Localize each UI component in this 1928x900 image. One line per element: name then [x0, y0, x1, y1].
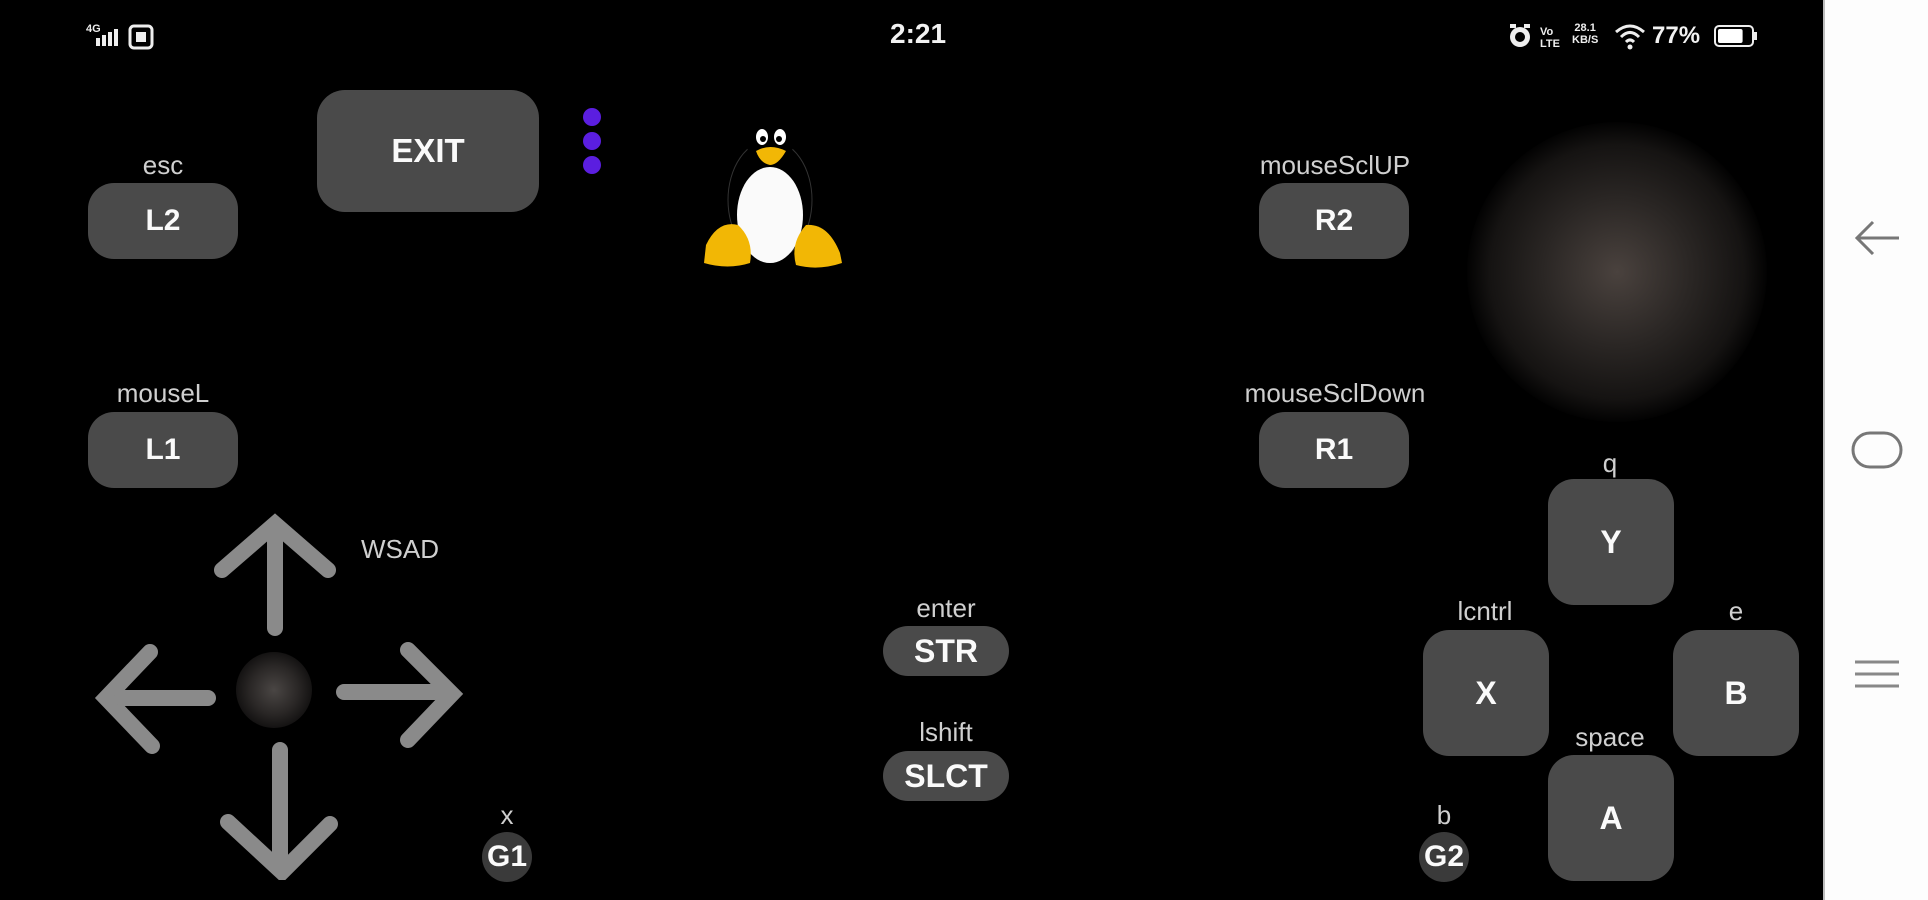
l1-mapping-label: mouseL: [116, 378, 210, 408]
dpad[interactable]: [90, 510, 470, 880]
system-nav-bar: [1823, 0, 1928, 900]
data-speed-unit: KB/S: [1572, 34, 1599, 46]
dpad-center-knob[interactable]: [236, 652, 312, 728]
g2-mapping-label: b: [1436, 800, 1452, 830]
menu-dot-icon: [583, 132, 601, 150]
dpad-right-arrow-icon: [336, 642, 464, 748]
r1-mapping-label: mouseSclDown: [1244, 378, 1426, 408]
select-button[interactable]: SLCT: [883, 751, 1009, 801]
b-button[interactable]: B: [1673, 630, 1799, 756]
start-mapping-label: enter: [916, 593, 976, 623]
l2-button[interactable]: L2: [88, 183, 238, 259]
svg-text:Vo: Vo: [1540, 26, 1554, 38]
dpad-left-arrow-icon: [94, 644, 216, 754]
home-circle-icon: [1851, 431, 1902, 469]
exit-button[interactable]: EXIT: [317, 90, 539, 212]
g2-button[interactable]: G2: [1419, 832, 1469, 882]
y-button[interactable]: Y: [1548, 479, 1674, 605]
x-button[interactable]: X: [1423, 630, 1549, 756]
recents-button[interactable]: [1853, 656, 1901, 697]
a-mapping-label: space: [1575, 722, 1645, 752]
g1-mapping-label: x: [500, 800, 514, 830]
x-mapping-label: lcntrl: [1457, 596, 1513, 626]
svg-text:LTE: LTE: [1540, 38, 1560, 48]
start-button[interactable]: STR: [883, 626, 1009, 676]
r2-mapping-label: mouseSclUP: [1259, 150, 1411, 180]
signal-icon: 4G: [84, 20, 160, 57]
r2-button[interactable]: R2: [1259, 183, 1409, 259]
recents-menu-icon: [1854, 660, 1899, 688]
wifi-icon: [1614, 22, 1646, 55]
b-mapping-label: e: [1728, 596, 1744, 626]
alarm-icon: [1506, 22, 1534, 55]
battery-percent: 77%: [1652, 22, 1701, 49]
tux-logo: [698, 105, 848, 280]
more-options-menu[interactable]: [583, 108, 603, 180]
l2-mapping-label: esc: [142, 150, 184, 180]
home-button[interactable]: [1850, 430, 1904, 475]
l1-button[interactable]: L1: [88, 412, 238, 488]
select-mapping-label: lshift: [919, 717, 973, 747]
a-button[interactable]: A: [1548, 755, 1674, 881]
dpad-down-arrow-icon: [220, 742, 338, 880]
dpad-mapping-label: WSAD: [361, 534, 439, 564]
back-arrow-icon: [1854, 220, 1899, 256]
data-speed-icon: 28.1 KB/S: [1572, 22, 1599, 46]
menu-dot-icon: [583, 156, 601, 174]
dpad-up-arrow-icon: [214, 513, 336, 636]
svg-text:4G: 4G: [86, 23, 101, 35]
battery-icon: [1714, 25, 1758, 52]
back-button[interactable]: [1853, 218, 1901, 263]
g1-button[interactable]: G1: [482, 832, 532, 882]
clock: 2:21: [890, 18, 947, 49]
y-mapping-label: q: [1602, 448, 1618, 478]
r1-button[interactable]: R1: [1259, 412, 1409, 488]
menu-dot-icon: [583, 108, 601, 126]
analog-joystick[interactable]: [1467, 122, 1767, 422]
